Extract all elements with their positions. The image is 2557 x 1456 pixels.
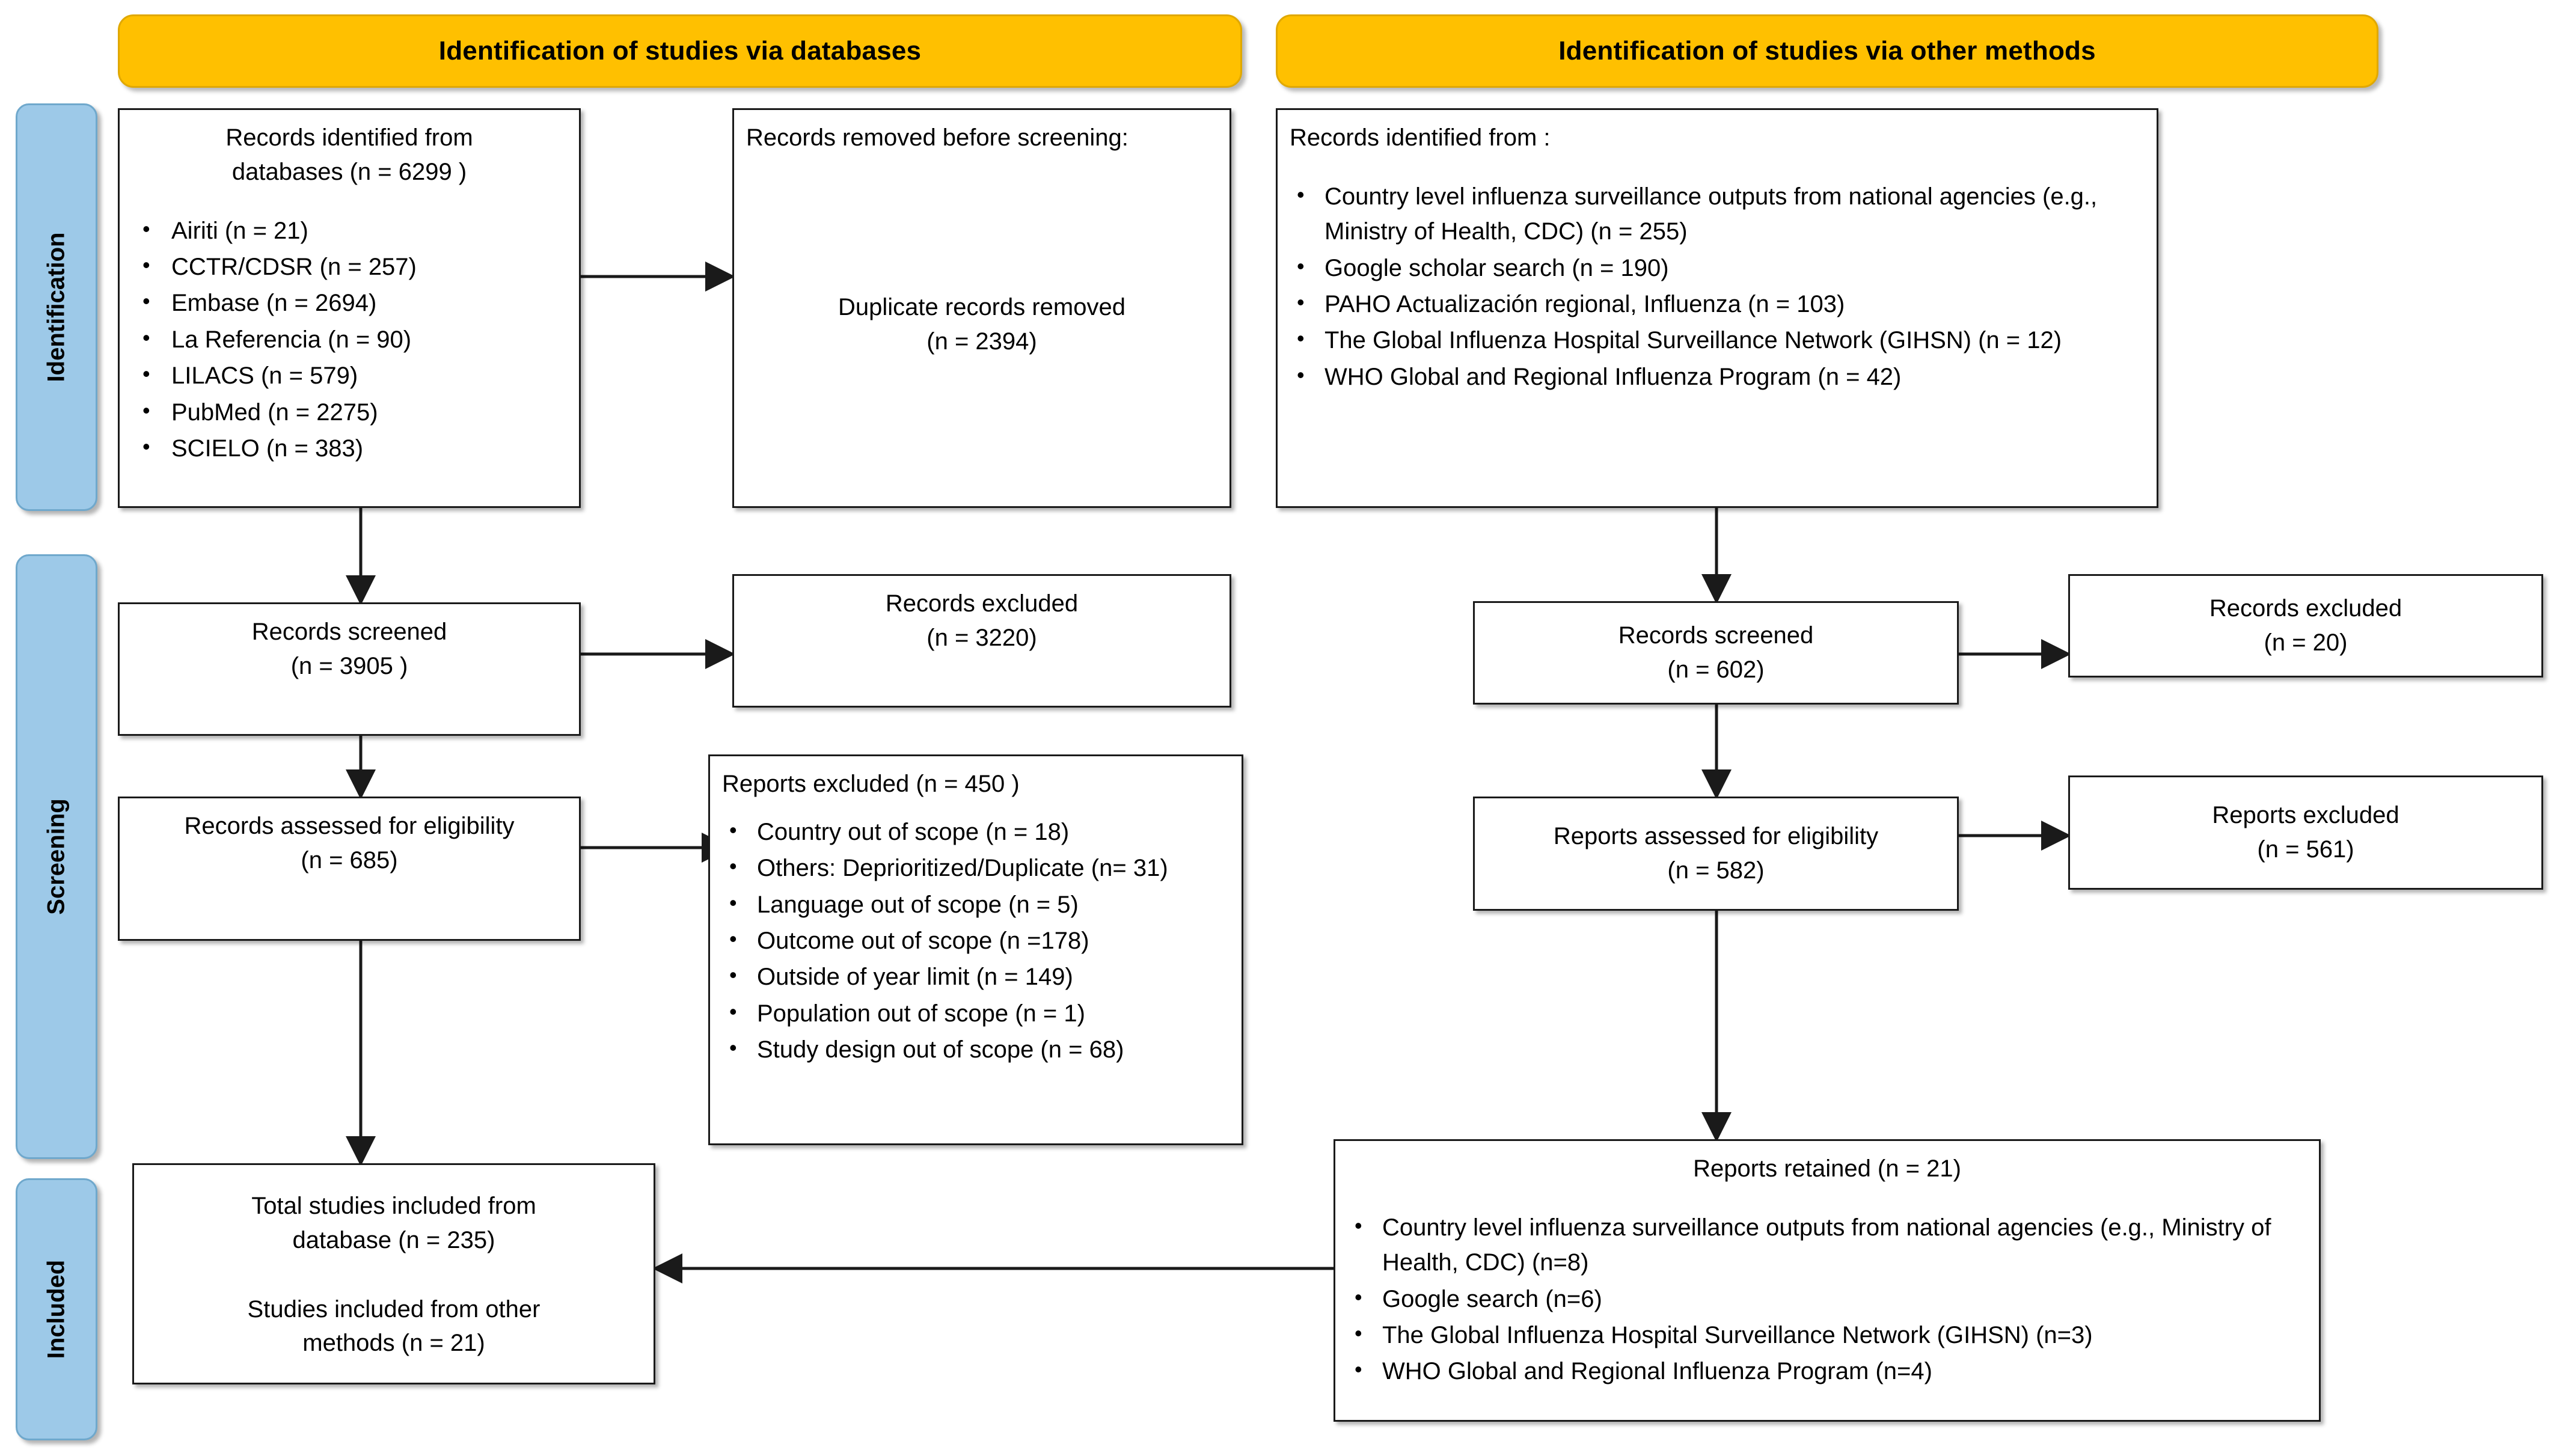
list-item: Language out of scope (n = 5) bbox=[722, 887, 1230, 922]
box-other-reports-assessed-eligibility: Reports assessed for eligibility (n = 58… bbox=[1473, 797, 1959, 911]
stage-pill-screening: Screening bbox=[16, 554, 97, 1159]
db-reports-excluded-reason-list: Country out of scope (n = 18) Others: De… bbox=[722, 814, 1230, 1068]
included-total-line1: Total studies included from bbox=[251, 1193, 536, 1219]
list-item: Country level influenza surveillance out… bbox=[1347, 1210, 2307, 1280]
db-eligibility-line2: (n = 685) bbox=[301, 846, 398, 873]
other-identified-source-list: Country level influenza surveillance out… bbox=[1290, 179, 2145, 394]
other-identified-heading: Records identified from : bbox=[1290, 124, 1551, 151]
db-eligibility-line1: Records assessed for eligibility bbox=[184, 813, 515, 839]
other-rec-excluded-line2: (n = 20) bbox=[2264, 629, 2348, 656]
stage-label-included: Included bbox=[43, 1259, 70, 1359]
list-item: The Global Influenza Hospital Surveillan… bbox=[1347, 1317, 2307, 1353]
list-item: Study design out of scope (n = 68) bbox=[722, 1032, 1230, 1067]
db-reports-excluded-heading: Reports excluded (n = 450 ) bbox=[722, 771, 1020, 797]
reports-retained-heading: Reports retained (n = 21) bbox=[1693, 1155, 1961, 1182]
list-item: LILACS (n = 579) bbox=[132, 358, 567, 393]
db-removed-heading: Records removed before screening: bbox=[746, 124, 1128, 151]
box-other-records-excluded: Records excluded (n = 20) bbox=[2068, 574, 2543, 678]
list-item: PubMed (n = 2275) bbox=[132, 394, 567, 430]
banner-identification-databases: Identification of studies via databases bbox=[118, 14, 1242, 88]
stage-label-screening: Screening bbox=[43, 798, 70, 915]
box-records-identified-other-methods: Records identified from : Country level … bbox=[1276, 108, 2158, 508]
list-item: WHO Global and Regional Influenza Progra… bbox=[1290, 359, 2145, 394]
db-rec-excluded-line1: Records excluded bbox=[885, 590, 1079, 617]
box-db-records-excluded: Records excluded (n = 3220) bbox=[732, 574, 1231, 708]
db-screened-line1: Records screened bbox=[251, 619, 447, 645]
box-other-records-screened: Records screened (n = 602) bbox=[1473, 601, 1959, 705]
banner-left-label: Identification of studies via databases bbox=[438, 36, 922, 66]
db-identified-source-list: Airiti (n = 21) CCTR/CDSR (n = 257) Emba… bbox=[132, 213, 567, 466]
other-screened-line2: (n = 602) bbox=[1667, 656, 1765, 683]
box-records-removed-before-screening: Records removed before screening: Duplic… bbox=[732, 108, 1231, 508]
db-screened-line2: (n = 3905 ) bbox=[290, 652, 408, 679]
list-item: Google scholar search (n = 190) bbox=[1290, 250, 2145, 286]
box-db-reports-excluded-detail: Reports excluded (n = 450 ) Country out … bbox=[708, 754, 1243, 1145]
other-screened-line1: Records screened bbox=[1618, 622, 1814, 649]
box-other-reports-excluded: Reports excluded (n = 561) bbox=[2068, 775, 2543, 890]
banner-identification-other-methods: Identification of studies via other meth… bbox=[1276, 14, 2378, 88]
other-eligibility-line1: Reports assessed for eligibility bbox=[1553, 823, 1879, 850]
list-item: CCTR/CDSR (n = 257) bbox=[132, 249, 567, 284]
db-rec-excluded-line2: (n = 3220) bbox=[926, 624, 1037, 651]
other-reports-excluded-line2: (n = 561) bbox=[2257, 836, 2354, 863]
stage-label-identification: Identification bbox=[43, 232, 70, 382]
list-item: PAHO Actualización regional, Influenza (… bbox=[1290, 286, 2145, 322]
reports-retained-source-list: Country level influenza surveillance out… bbox=[1347, 1210, 2307, 1389]
list-item: Others: Deprioritized/Duplicate (n= 31) bbox=[722, 850, 1230, 886]
box-total-studies-included: Total studies included from database (n … bbox=[132, 1163, 655, 1384]
box-db-records-screened: Records screened (n = 3905 ) bbox=[118, 602, 581, 736]
list-item: Outside of year limit (n = 149) bbox=[722, 959, 1230, 994]
list-item: La Referencia (n = 90) bbox=[132, 322, 567, 357]
other-rec-excluded-line1: Records excluded bbox=[2209, 595, 2402, 622]
list-item: Outcome out of scope (n =178) bbox=[722, 923, 1230, 958]
list-item: Population out of scope (n = 1) bbox=[722, 996, 1230, 1031]
box-db-records-assessed-eligibility: Records assessed for eligibility (n = 68… bbox=[118, 797, 581, 941]
list-item: WHO Global and Regional Influenza Progra… bbox=[1347, 1353, 2307, 1389]
other-reports-excluded-line1: Reports excluded bbox=[2212, 802, 2399, 829]
included-total-line4: methods (n = 21) bbox=[302, 1330, 485, 1357]
list-item: Google search (n=6) bbox=[1347, 1281, 2307, 1317]
list-item: Embase (n = 2694) bbox=[132, 285, 567, 320]
list-item: Airiti (n = 21) bbox=[132, 213, 567, 248]
banner-right-label: Identification of studies via other meth… bbox=[1558, 36, 2096, 66]
list-item: The Global Influenza Hospital Surveillan… bbox=[1290, 322, 2145, 358]
included-total-line2: database (n = 235) bbox=[292, 1226, 495, 1253]
db-identified-title-line2: databases (n = 6299 ) bbox=[231, 158, 467, 185]
stage-pill-included: Included bbox=[16, 1178, 97, 1440]
db-removed-line2: (n = 2394) bbox=[926, 328, 1037, 355]
db-identified-title-line1: Records identified from bbox=[225, 124, 473, 151]
box-records-identified-databases: Records identified from databases (n = 6… bbox=[118, 108, 581, 508]
stage-pill-identification: Identification bbox=[16, 103, 97, 511]
list-item: Country out of scope (n = 18) bbox=[722, 814, 1230, 849]
list-item: Country level influenza surveillance out… bbox=[1290, 179, 2145, 249]
included-total-line3: Studies included from other bbox=[247, 1295, 540, 1323]
db-removed-line1: Duplicate records removed bbox=[838, 293, 1125, 320]
box-reports-retained: Reports retained (n = 21) Country level … bbox=[1334, 1139, 2321, 1422]
other-eligibility-line2: (n = 582) bbox=[1667, 857, 1765, 884]
list-item: SCIELO (n = 383) bbox=[132, 430, 567, 466]
